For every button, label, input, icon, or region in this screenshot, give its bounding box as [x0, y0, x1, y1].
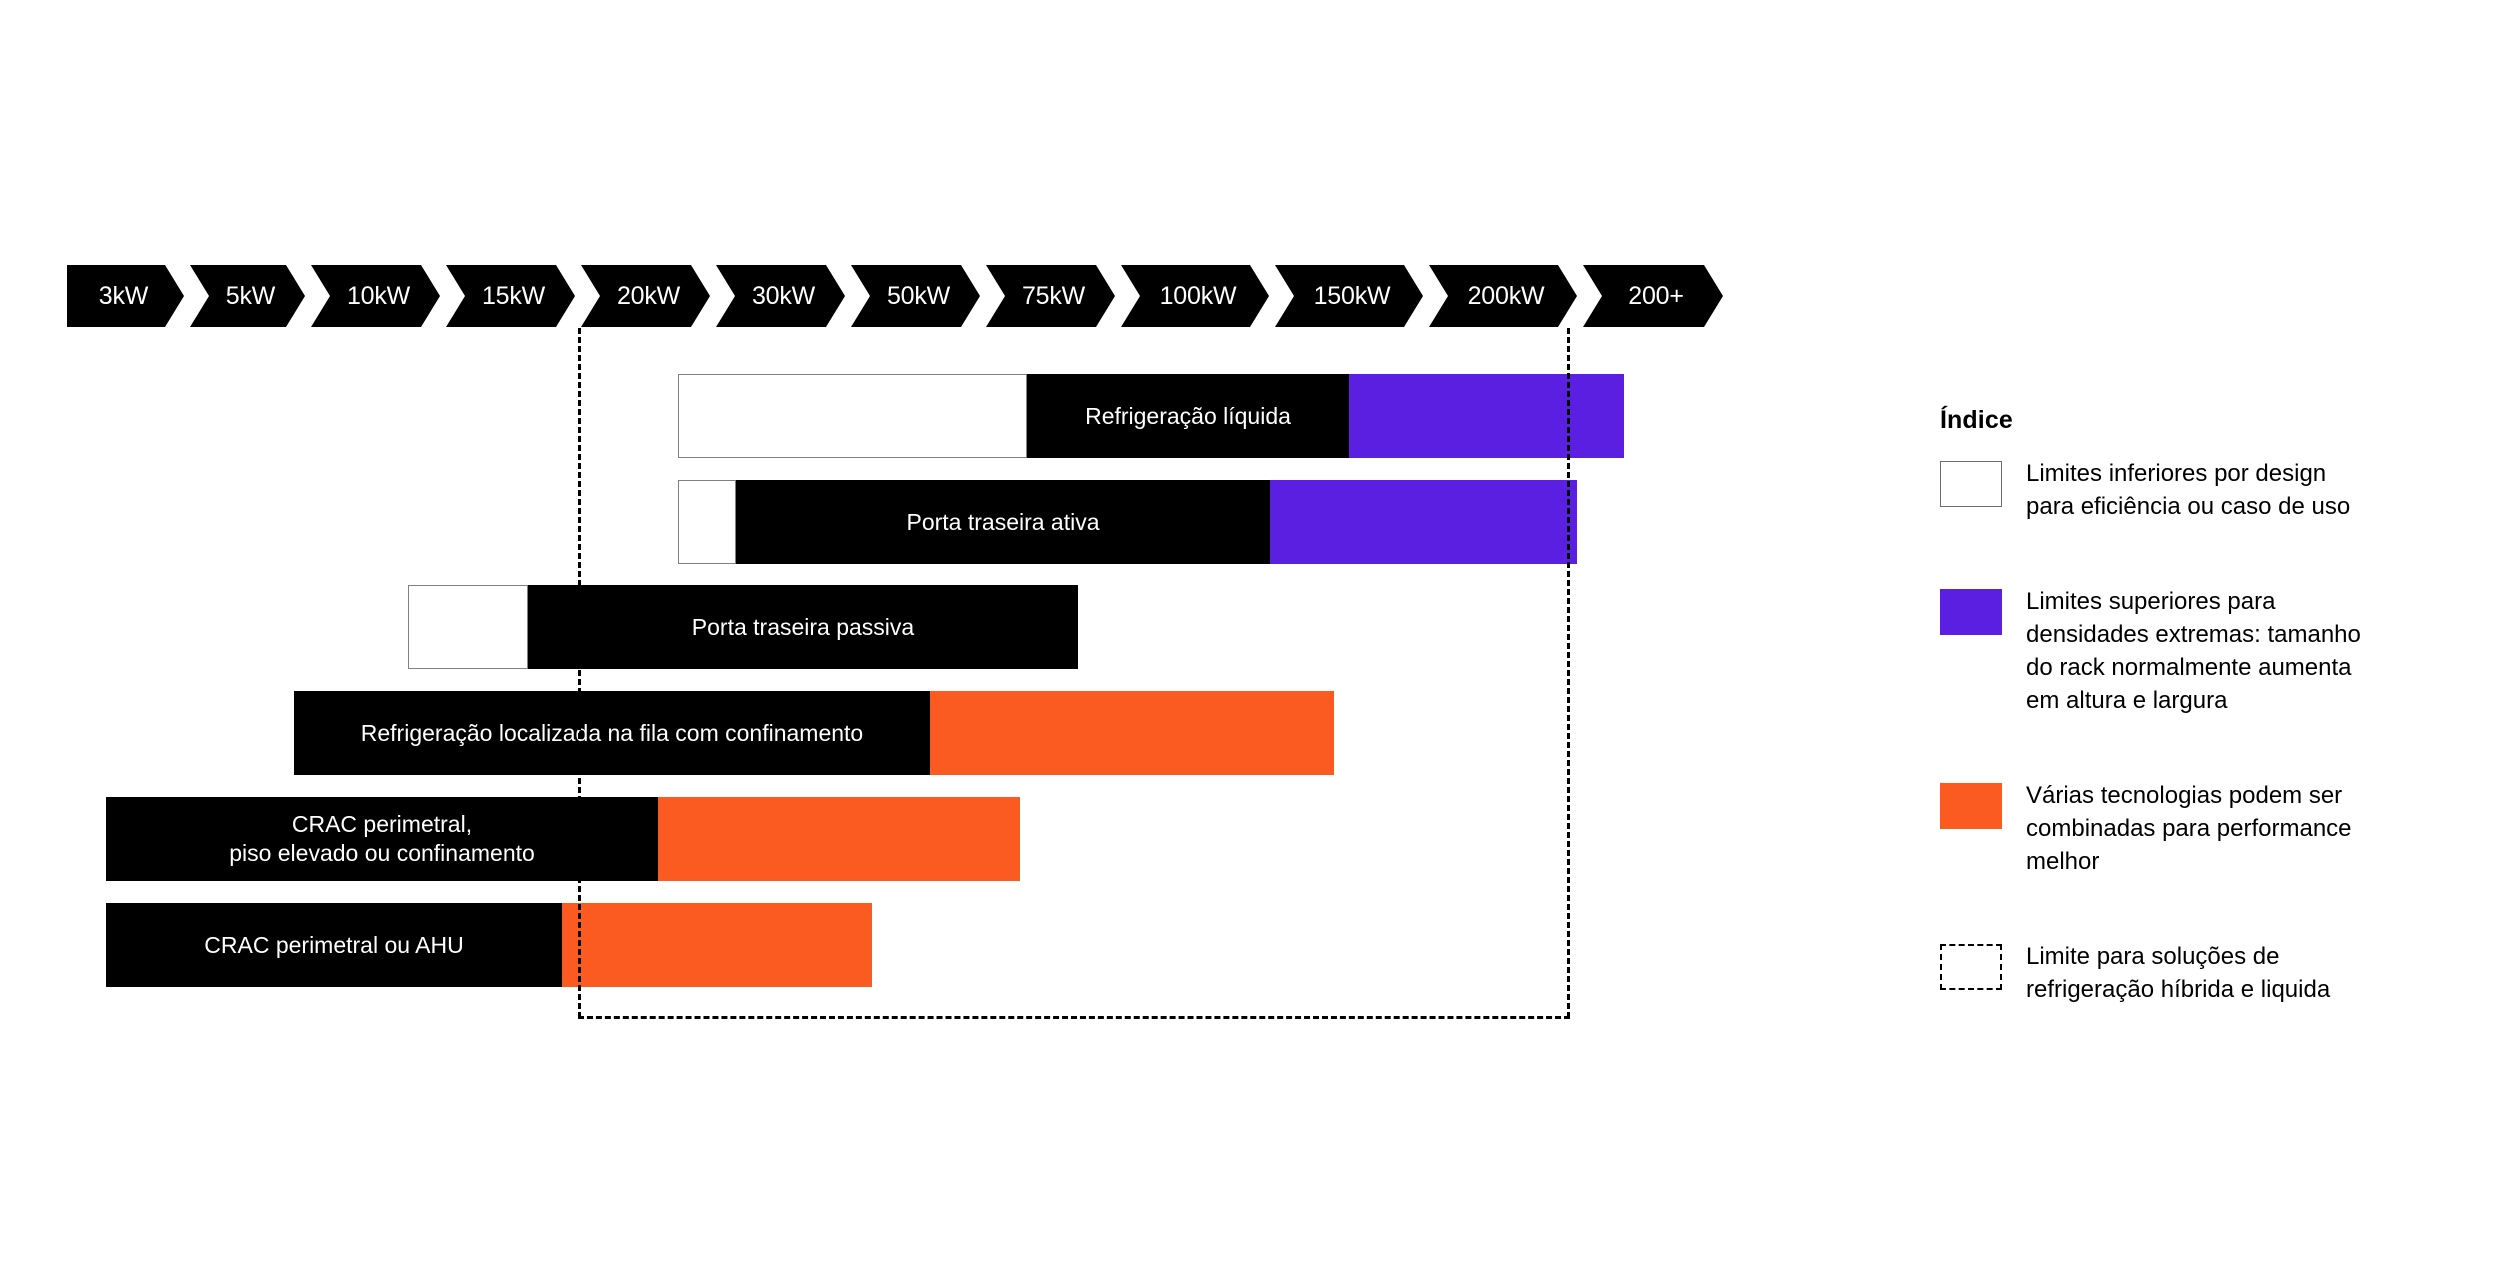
bar-row: Refrigeração localizada na fila com conf… — [294, 691, 1334, 775]
scale-tick-3kw: 3kW — [67, 265, 184, 327]
bar-segment-combined — [658, 797, 1020, 881]
legend: Índice Limites inferiores por design par… — [1940, 406, 2480, 1006]
scale-tick-200kw: 200kW — [1429, 265, 1577, 327]
legend-title: Índice — [1940, 406, 2013, 434]
bar-row: Porta traseira ativa — [678, 480, 1577, 564]
bar-segment-core: Refrigeração localizada na fila com conf… — [294, 691, 930, 775]
legend-swatch-purple-box-icon — [1940, 589, 2002, 635]
scale-tick-150kw: 150kW — [1275, 265, 1423, 327]
hybrid-limit-line-bottom — [578, 1016, 1570, 1019]
scale-tick-10kw: 10kW — [311, 265, 440, 327]
legend-item-label: Limites inferiores por design para efici… — [2026, 460, 2351, 520]
bar-row: Refrigeração líquida — [678, 374, 1624, 458]
legend-swatch-white-box-icon — [1940, 461, 2002, 507]
bar-segment-extreme-upper — [1270, 480, 1577, 564]
hybrid-limit-line-right — [1567, 328, 1570, 1018]
bar-label: Refrigeração líquida — [1085, 402, 1291, 429]
scale-tick-50kw: 50kW — [851, 265, 980, 327]
scale-tick-label: 20kW — [616, 281, 681, 310]
scale-tick-200plus: 200+ — [1583, 265, 1723, 327]
bar-segment-core: CRAC perimetral ou AHU — [106, 903, 562, 987]
scale-tick-label: 3kW — [98, 281, 149, 310]
scale-tick-30kw: 30kW — [716, 265, 845, 327]
scale-tick-100kw: 100kW — [1121, 265, 1269, 327]
bar-segment-lower-limit — [678, 480, 736, 564]
bar-row: CRAC perimetral, piso elevado ou confina… — [106, 797, 1020, 881]
bar-segment-core: Porta traseira ativa — [736, 480, 1270, 564]
legend-item-label: Limite para soluções de refrigeração híb… — [2026, 943, 2331, 1003]
scale-tick-label: 200+ — [1628, 281, 1684, 310]
legend-item-label: Limites superiores para densidades extre… — [2026, 588, 2361, 714]
legend-item-label: Várias tecnologias podem ser combinadas … — [2026, 782, 2352, 875]
legend-item-extreme-upper: Limites superiores para densidades extre… — [1940, 585, 2480, 717]
scale-tick-75kw: 75kW — [986, 265, 1115, 327]
scale-tick-label: 75kW — [1021, 281, 1086, 310]
hybrid-limit-line-left — [578, 328, 581, 1018]
bar-segment-combined — [562, 903, 872, 987]
bar-label: CRAC perimetral, piso elevado ou confina… — [229, 811, 535, 866]
bar-segment-lower-limit — [678, 374, 1027, 458]
scale-tick-label: 50kW — [886, 281, 951, 310]
scale-tick-label: 200kW — [1467, 281, 1545, 310]
bar-row: Porta traseira passiva — [408, 585, 1078, 669]
bar-segment-core: Porta traseira passiva — [528, 585, 1078, 669]
bar-label: CRAC perimetral ou AHU — [204, 931, 464, 958]
scale-tick-label: 100kW — [1159, 281, 1237, 310]
bar-segment-core: CRAC perimetral, piso elevado ou confina… — [106, 797, 658, 881]
scale-tick-label: 15kW — [481, 281, 546, 310]
legend-swatch-orange-box-icon — [1940, 783, 2002, 829]
bar-segment-combined — [930, 691, 1334, 775]
bar-label: Refrigeração localizada na fila com conf… — [360, 719, 864, 746]
bar-segment-core: Refrigeração líquida — [1027, 374, 1349, 458]
bar-label: Porta traseira passiva — [691, 613, 915, 640]
scale-tick-20kw: 20kW — [581, 265, 710, 327]
scale-tick-label: 5kW — [225, 281, 276, 310]
legend-item-combined-technologies: Várias tecnologias podem ser combinadas … — [1940, 779, 2480, 878]
scale-tick-5kw: 5kW — [190, 265, 305, 327]
bar-label: Porta traseira ativa — [906, 508, 1100, 535]
bar-row: CRAC perimetral ou AHU — [106, 903, 872, 987]
scale-tick-label: 10kW — [346, 281, 411, 310]
density-scale-bar: 3kW 5kW 10kW 15kW 20kW 30kW 50kW 75kW 10… — [67, 265, 1723, 327]
legend-swatch-dashed-box-icon — [1940, 944, 2002, 990]
scale-tick-15kw: 15kW — [446, 265, 575, 327]
scale-tick-label: 150kW — [1313, 281, 1391, 310]
legend-item-lower-limits: Limites inferiores por design para efici… — [1940, 457, 2480, 523]
scale-tick-label: 30kW — [751, 281, 816, 310]
legend-item-hybrid-limit: Limite para soluções de refrigeração híb… — [1940, 940, 2480, 1006]
bar-segment-lower-limit — [408, 585, 528, 669]
bar-segment-extreme-upper — [1349, 374, 1624, 458]
